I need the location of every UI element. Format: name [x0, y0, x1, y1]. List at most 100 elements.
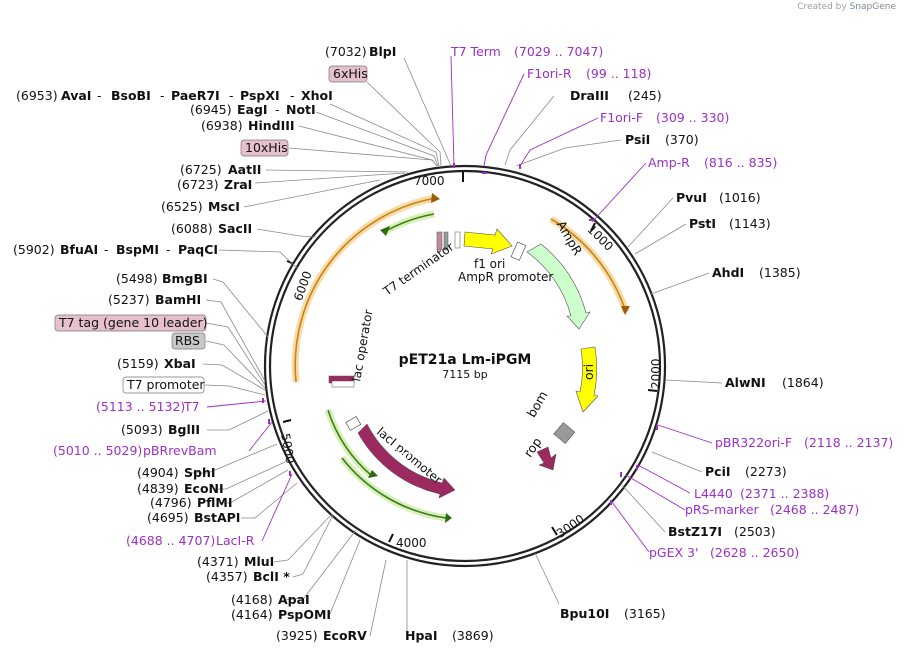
t7term-name[interactable]: T7 Term — [450, 44, 501, 59]
t7-terminator-box-2[interactable] — [443, 231, 449, 251]
leader-apa — [283, 529, 357, 601]
l4440-name[interactable]: L4440 — [694, 486, 733, 501]
bstz-pos: (2503) — [734, 524, 776, 539]
t7tag-label[interactable]: T7 tag (gene 10 leader) — [58, 315, 207, 330]
tick-label-4000: 4000 — [396, 536, 427, 550]
hind-pos: (6938) — [201, 118, 243, 133]
leader-pbr322 — [657, 424, 713, 444]
leader-psi — [515, 139, 622, 167]
his10-label[interactable]: 10xHis — [245, 140, 288, 155]
bfu-name-2[interactable]: PaqCI — [178, 242, 218, 257]
bmg-name[interactable]: BmgBI — [162, 271, 208, 286]
ampr-arrow[interactable] — [526, 243, 591, 330]
pfl-name[interactable]: PflMI — [197, 495, 233, 510]
laci-r-name[interactable]: LacI-R — [216, 533, 255, 548]
bgl-name[interactable]: BglII — [168, 422, 200, 437]
aat-name[interactable]: AatII — [228, 162, 261, 177]
psi-name[interactable]: PsiI — [625, 132, 650, 147]
t7-terminator-box[interactable] — [436, 231, 443, 251]
f1-ori-arrow[interactable] — [463, 228, 513, 255]
leader-bstapi — [241, 482, 298, 519]
dra-pos: (245) — [628, 88, 662, 103]
bstapi-name[interactable]: BstAPI — [194, 510, 240, 525]
bcl-name[interactable]: BclI * — [253, 569, 290, 584]
marker-pgex — [610, 500, 612, 505]
pst-name[interactable]: PstI — [689, 216, 716, 231]
ava-name-0[interactable]: AvaI — [61, 88, 91, 103]
f1r-name[interactable]: F1ori-R — [527, 66, 572, 81]
bfu-name-1[interactable]: BspMI — [116, 242, 159, 257]
marker-l4440 — [636, 465, 638, 470]
leader-bgl — [207, 410, 269, 431]
t7-primer-pos: (5113 .. 5132) — [96, 399, 185, 414]
tick-2000 — [647, 389, 658, 392]
laci-arrow[interactable] — [357, 423, 456, 499]
leader-ampr — [591, 162, 647, 223]
pbr-name[interactable]: pBRrevBam — [143, 443, 217, 458]
tick-6000 — [286, 260, 295, 265]
leader-psp — [329, 539, 361, 615]
blpi-name[interactable]: BlpI — [369, 44, 396, 59]
t7-promoter-box[interactable] — [331, 380, 355, 388]
ampr-primer-pos: (816 .. 835) — [704, 155, 777, 170]
his6-label[interactable]: 6xHis — [333, 66, 368, 81]
ava-name-3[interactable]: PspXI — [240, 88, 280, 103]
mlu-name[interactable]: MluI — [244, 554, 274, 569]
ava-name-2[interactable]: PaeR7I — [171, 88, 220, 103]
pci-name[interactable]: PciI — [705, 464, 731, 479]
eag-name-1[interactable]: NotI — [286, 102, 316, 117]
t7-primer-name[interactable]: T7 — [183, 399, 200, 414]
ahd-name[interactable]: AhdI — [712, 265, 744, 280]
apa-name[interactable]: ApaI — [278, 592, 310, 607]
t7-terminator-label: T7 terminator — [380, 240, 457, 299]
dra-name[interactable]: DraIII — [570, 88, 609, 103]
bstz-name[interactable]: BstZ17I — [668, 524, 722, 539]
ampr-primer-name[interactable]: Amp-R — [648, 155, 690, 170]
ecorv-name[interactable]: EcoRV — [323, 628, 367, 643]
tick-1000 — [590, 222, 596, 232]
psp-name[interactable]: PspOMI — [278, 607, 331, 622]
green-arc-glow-top — [382, 210, 435, 236]
pvu-name[interactable]: PvuI — [676, 190, 707, 205]
rbs-label[interactable]: RBS — [175, 333, 200, 348]
pgex-name[interactable]: pGEX 3' — [649, 545, 698, 560]
hpa-name[interactable]: HpaI — [405, 628, 438, 643]
ava-name-1[interactable]: BsoBI — [111, 88, 151, 103]
hind-name[interactable]: HindIII — [248, 118, 295, 133]
his10-box — [240, 139, 289, 157]
pbr322-name[interactable]: pBR322ori-F — [715, 435, 792, 450]
bom-box[interactable] — [553, 422, 576, 445]
zra-pos: (6723) — [177, 177, 219, 192]
ampr-promoter-box[interactable] — [510, 241, 527, 261]
laci-promoter-box[interactable] — [345, 416, 362, 431]
sph-name[interactable]: SphI — [184, 465, 216, 480]
his-tag-box[interactable] — [454, 231, 461, 249]
bam-name[interactable]: BamHI — [155, 292, 201, 307]
ava-sep-0: - — [97, 88, 102, 103]
backbone-inner — [268, 169, 662, 563]
rop-arrow[interactable] — [536, 446, 557, 471]
leader-f1r — [483, 73, 525, 167]
marker-ampr — [589, 219, 594, 221]
alw-name[interactable]: AlwNI — [725, 375, 766, 390]
bpu-name[interactable]: Bpu10I — [560, 606, 609, 621]
zra-name[interactable]: ZraI — [224, 177, 252, 192]
bstapi-pos: (4695) — [147, 510, 189, 525]
eco-name[interactable]: EcoNI — [184, 481, 224, 496]
bfu-name-0[interactable]: BfuAI — [60, 242, 98, 257]
pbr-pos: (5010 .. 5029) — [53, 443, 142, 458]
tick-label-5000: 5000 — [278, 432, 297, 465]
msc-pos: (6525) — [161, 199, 203, 214]
prs-name[interactable]: pRS-marker — [685, 502, 760, 517]
xba-name[interactable]: XbaI — [164, 356, 196, 371]
t7prom-box — [122, 376, 205, 394]
marker-t7term — [453, 163, 455, 168]
t7prom-label[interactable]: T7 promoter — [126, 377, 205, 392]
ori-arrow[interactable] — [575, 346, 599, 413]
f1f-name[interactable]: F1ori-F — [600, 110, 643, 125]
ava-name-4[interactable]: XhoI — [301, 88, 333, 103]
eag-name-0[interactable]: EagI — [237, 102, 268, 117]
msc-name[interactable]: MscI — [208, 199, 240, 214]
snapgene-logo: SnapGene — [849, 2, 896, 12]
sac-name[interactable]: SacII — [218, 221, 252, 236]
